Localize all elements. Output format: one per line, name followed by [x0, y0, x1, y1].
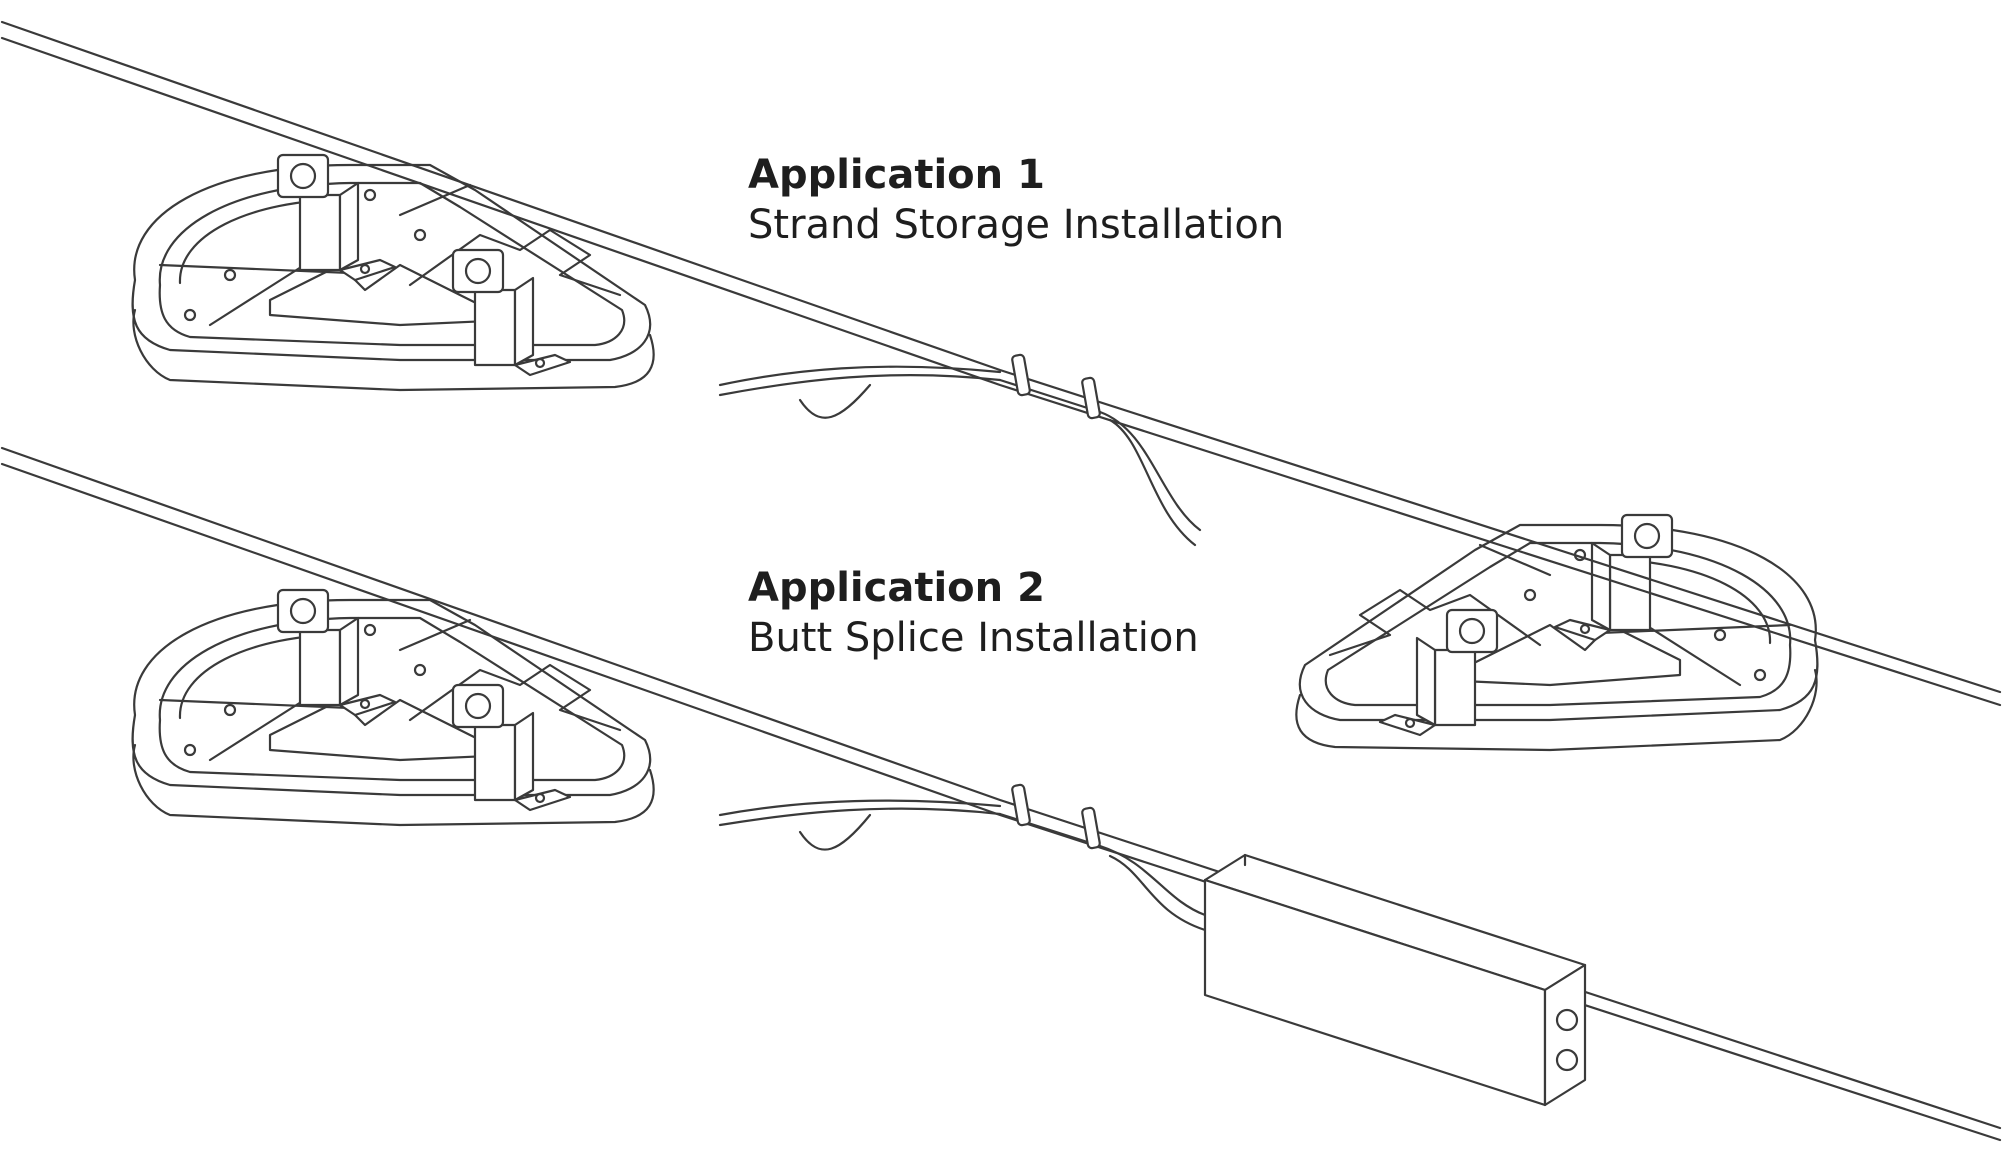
- lower-storage-bracket: [131, 588, 655, 827]
- messenger-strand: [0, 20, 2002, 694]
- application-1-caption: Application 1 Strand Storage Installatio…: [748, 150, 1284, 250]
- left-storage-bracket: [131, 153, 655, 392]
- messenger-strand: [0, 446, 2002, 1130]
- application-2-caption: Application 2 Butt Splice Installation: [748, 563, 1199, 663]
- application-2-subtitle: Butt Splice Installation: [748, 615, 1199, 661]
- lashing-strap: [1081, 376, 1101, 420]
- lashing-strap: [1081, 806, 1101, 850]
- strand-storage-assembly: [0, 20, 2002, 752]
- application-1-title: Application 1: [748, 152, 1045, 198]
- lashing-strap: [1011, 353, 1031, 397]
- butt-splice-assembly: [0, 446, 2002, 1142]
- application-2-title: Application 2: [748, 565, 1045, 611]
- splice-closure: [1203, 853, 1587, 1107]
- fiber-cable-loop: [718, 365, 1002, 387]
- application-1-subtitle: Strand Storage Installation: [748, 202, 1285, 248]
- lashing-strap: [1011, 783, 1031, 827]
